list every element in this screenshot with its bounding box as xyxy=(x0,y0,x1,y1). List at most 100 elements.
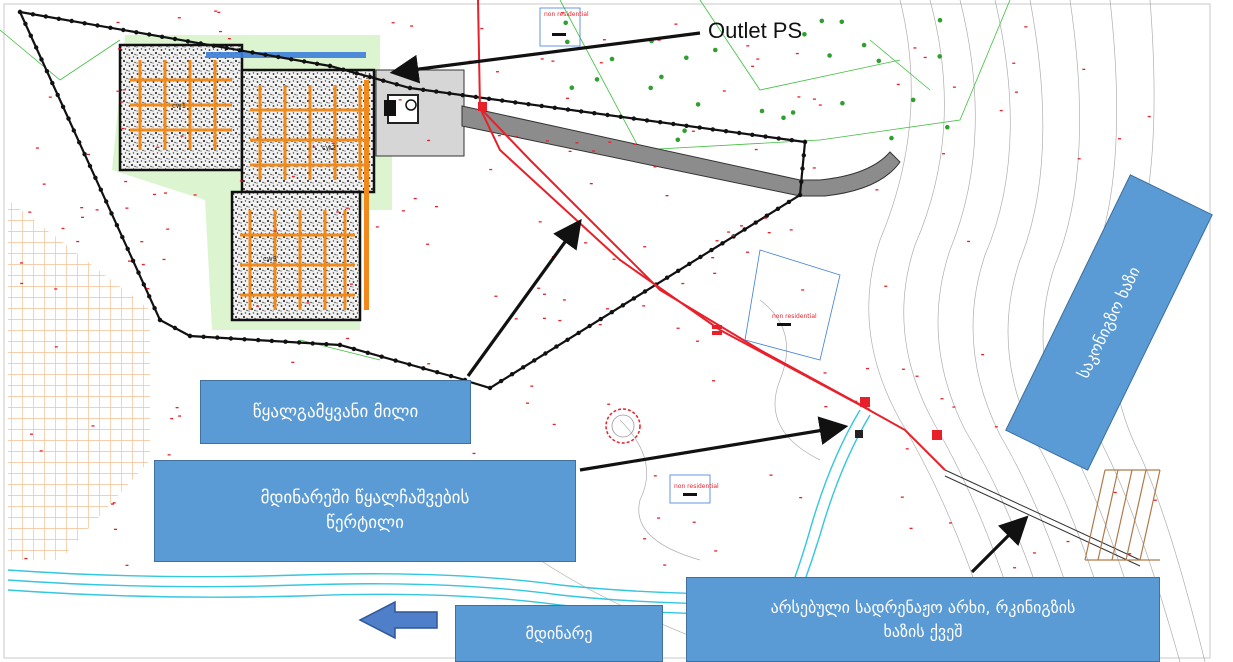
survey-point xyxy=(1128,553,1132,555)
survey-point xyxy=(54,346,58,348)
non-residential-labels: non residential non residential non resi… xyxy=(544,11,817,490)
survey-point xyxy=(952,86,956,88)
survey-point xyxy=(42,183,46,185)
fence-post xyxy=(354,71,359,76)
survey-point xyxy=(48,96,52,98)
fence-post xyxy=(710,127,715,132)
survey-point xyxy=(214,10,218,12)
river-flow-arrow-icon xyxy=(358,600,438,640)
survey-point xyxy=(653,166,657,168)
pointer-arrow-icon-outlet xyxy=(389,31,701,84)
fence-post xyxy=(43,14,48,19)
discharge-point-marker xyxy=(855,430,863,438)
survey-point xyxy=(398,99,402,101)
orange-hatched-zone xyxy=(8,200,150,560)
tree-icon xyxy=(563,20,568,26)
survey-point xyxy=(219,30,222,33)
survey-point xyxy=(751,65,755,67)
fence-post xyxy=(310,341,315,346)
tree-symbols xyxy=(563,17,950,143)
fence-post xyxy=(800,166,805,171)
survey-point xyxy=(1077,158,1081,160)
survey-point xyxy=(598,324,602,326)
survey-point xyxy=(797,96,801,98)
callout-drainage-channel: არსებული სადრენაჟო არხი, რკინიგზის ხაზის… xyxy=(686,577,1160,662)
fence-post xyxy=(579,109,584,114)
survey-point xyxy=(854,400,858,402)
survey-point xyxy=(76,240,80,243)
survey-point xyxy=(346,337,350,340)
survey-point xyxy=(901,368,905,370)
tree-icon xyxy=(565,39,570,45)
fence-post xyxy=(60,104,66,110)
survey-point xyxy=(795,52,799,55)
drainage-channel xyxy=(944,469,1141,567)
fence-post xyxy=(66,116,71,121)
survey-point xyxy=(122,89,126,91)
survey-point xyxy=(540,58,544,60)
survey-point xyxy=(227,38,231,40)
survey-point xyxy=(543,293,546,295)
survey-point xyxy=(657,517,661,519)
survey-point xyxy=(829,422,833,425)
pointer-arrow-icon-pipe xyxy=(466,218,582,377)
fence-post xyxy=(198,41,203,46)
survey-point xyxy=(125,207,129,209)
tree-icon xyxy=(937,54,942,59)
fence-post xyxy=(50,80,55,86)
survey-point xyxy=(642,305,646,307)
fence-post xyxy=(172,325,178,331)
survey-point xyxy=(331,142,335,144)
tree-icon xyxy=(861,42,867,48)
survey-point xyxy=(128,260,131,262)
survey-point xyxy=(824,406,828,408)
pointer-arrow-icon-discharge xyxy=(579,416,849,472)
survey-point xyxy=(91,425,95,427)
survey-point xyxy=(20,282,24,285)
survey-point xyxy=(120,101,124,103)
survey-point xyxy=(566,97,569,99)
fence-post xyxy=(379,354,384,359)
fence-post xyxy=(256,337,261,343)
fence-post xyxy=(609,310,614,315)
survey-point xyxy=(345,207,349,209)
fence-post xyxy=(776,136,781,141)
survey-point xyxy=(681,282,685,285)
tree-icon xyxy=(790,110,796,115)
fence-post xyxy=(513,100,518,105)
pointer-arrow-icon-drainage xyxy=(970,515,1029,574)
survey-point xyxy=(692,521,696,523)
survey-point xyxy=(643,246,647,248)
survey-point xyxy=(799,497,803,499)
fence-post xyxy=(224,45,229,51)
survey-point xyxy=(1153,499,1157,501)
survey-point xyxy=(146,288,150,290)
survey-point xyxy=(575,142,579,144)
fence-post xyxy=(211,43,216,48)
survey-point xyxy=(896,83,900,86)
survey-point xyxy=(584,242,588,244)
survey-point xyxy=(153,193,156,196)
tree-icon xyxy=(648,85,653,91)
fence-post xyxy=(152,306,157,311)
survey-point xyxy=(35,147,39,149)
non-residential-label-3: non residential xyxy=(674,483,719,490)
survey-point xyxy=(121,127,125,130)
survey-point xyxy=(514,135,518,138)
fence-post xyxy=(185,39,191,44)
fence-post xyxy=(592,111,597,116)
survey-point xyxy=(312,146,316,148)
survey-point xyxy=(116,21,120,24)
survey-point xyxy=(712,380,715,382)
survey-point xyxy=(61,227,65,230)
survey-point xyxy=(306,302,310,304)
survey-point xyxy=(940,398,944,400)
callout-river: მდინარე xyxy=(455,605,663,662)
fence-post xyxy=(341,67,346,72)
tree-icon xyxy=(945,124,950,130)
fence-post xyxy=(367,74,373,80)
fence-post xyxy=(500,98,505,103)
survey-point xyxy=(54,288,58,290)
survey-point xyxy=(401,210,405,212)
fence-post xyxy=(242,337,247,342)
